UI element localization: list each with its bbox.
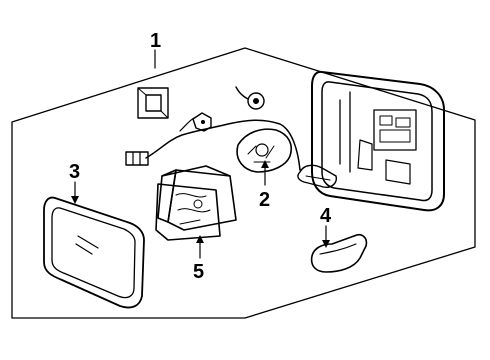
mirror-cover <box>310 233 368 273</box>
mirror-motor <box>155 165 237 241</box>
plug-connector <box>125 151 149 166</box>
mirror-housing <box>297 70 445 212</box>
assembly-boundary <box>11 47 476 319</box>
square-pad <box>137 87 169 119</box>
motor-connector <box>235 86 265 110</box>
callout-1-label: 1 <box>150 30 161 52</box>
wire-clip <box>192 112 212 132</box>
callout-4-label: 4 <box>320 205 332 227</box>
callout-5-label: 5 <box>193 261 204 283</box>
callout-3-label: 3 <box>69 161 80 183</box>
mirror-glass <box>43 196 145 309</box>
actuator-plate <box>236 128 292 173</box>
wire-harness <box>145 119 301 171</box>
callout-2-label: 2 <box>259 189 270 211</box>
